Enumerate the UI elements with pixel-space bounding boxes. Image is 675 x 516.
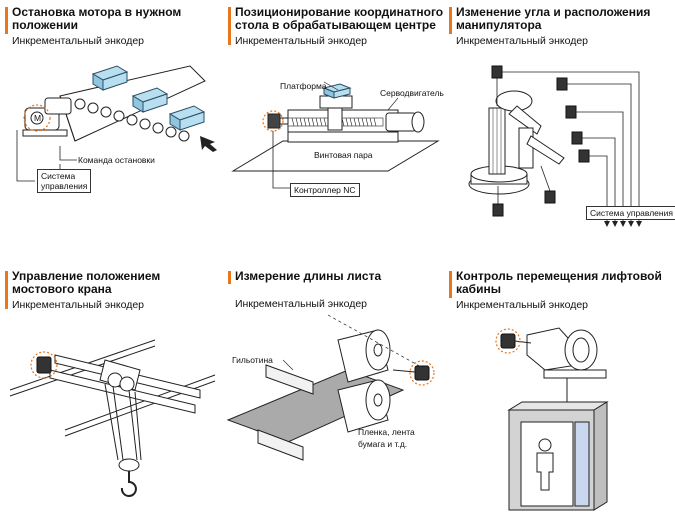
- accent-bar: [228, 7, 231, 45]
- servo-motor: [385, 111, 425, 133]
- machining-table-illustration: Платформа Серводвигатель Винтовая пара: [231, 81, 444, 189]
- conveyor-boxes: [91, 65, 206, 131]
- accent-bar: [449, 271, 452, 298]
- panel-subtitle: Инкрементальный энкодер: [456, 299, 589, 311]
- encoder: [500, 333, 532, 349]
- panel-subtitle: Инкрементальный энкодер: [12, 299, 145, 311]
- connection-lines: [496, 71, 640, 226]
- sheet-measure-illustration: Гильотина Пленка, лента бумага и т.д.: [226, 314, 435, 461]
- encoder-highlight: [30, 351, 58, 379]
- servo-label: Серводвигатель: [380, 88, 444, 98]
- encoder-left: [267, 113, 289, 129]
- screw-pair-label: Винтовая пара: [314, 150, 373, 160]
- panel-subtitle: Инкрементальный энкодер: [456, 35, 589, 47]
- encoder-highlight: [409, 360, 435, 386]
- person-icon: [536, 438, 554, 491]
- accent-bar: [5, 7, 8, 34]
- hook: [118, 458, 140, 497]
- direction-arrow: [200, 136, 217, 152]
- crane-illustration: [9, 339, 216, 497]
- nc-controller-box: Контроллер NC: [290, 183, 360, 197]
- elevator-illustration: [495, 327, 609, 511]
- upper-roller: [337, 329, 391, 383]
- platform-block: [322, 83, 352, 99]
- panel-subtitle: Инкрементальный энкодер: [235, 35, 368, 47]
- motor-symbol-label: M: [34, 113, 41, 123]
- elevator-car: [507, 401, 609, 511]
- panel-sheet-length: Измерение длины листа Инкрементальный эн…: [226, 269, 443, 510]
- platform: [319, 95, 353, 131]
- encoder-highlight: [262, 110, 284, 132]
- guillotine-label: Гильотина: [232, 355, 273, 365]
- film-label-line1: Пленка, лента: [358, 427, 415, 437]
- robot-column: [488, 107, 506, 175]
- encoder-highlight: [23, 104, 51, 132]
- motor-conveyor-illustration: M Команда остановки: [16, 65, 217, 182]
- encoder: [392, 365, 430, 381]
- manipulator-illustration: [468, 65, 642, 227]
- conveyor-rollers: [74, 98, 190, 142]
- guillotine: [257, 364, 314, 461]
- accent-bar: [228, 271, 231, 284]
- hoist-ropes: [104, 383, 142, 461]
- panel-subtitle: Инкрементальный энкодер: [235, 298, 368, 310]
- stop-command-label: Команда остановки: [78, 155, 155, 165]
- motor-assembly: [22, 97, 72, 137]
- encoder-highlight: [495, 328, 521, 354]
- film-label-line2: бумага и т.д.: [358, 439, 407, 449]
- base-plate: [231, 140, 440, 172]
- robot-arm: [495, 90, 565, 169]
- control-system-box: Система управления: [586, 206, 675, 220]
- hoist-machine: [526, 327, 607, 379]
- accent-bar: [449, 7, 452, 34]
- encoder: [36, 356, 52, 374]
- panel-subtitle: Инкрементальный энкодер: [12, 35, 145, 47]
- motor-symbol: [30, 111, 44, 125]
- lower-roller: [337, 379, 391, 433]
- accent-bar: [5, 271, 8, 309]
- arrow-heads: [604, 221, 642, 227]
- platform-label: Платформа: [280, 81, 327, 91]
- trolley: [99, 359, 141, 392]
- panel-title: Измерение длины листа: [235, 269, 382, 283]
